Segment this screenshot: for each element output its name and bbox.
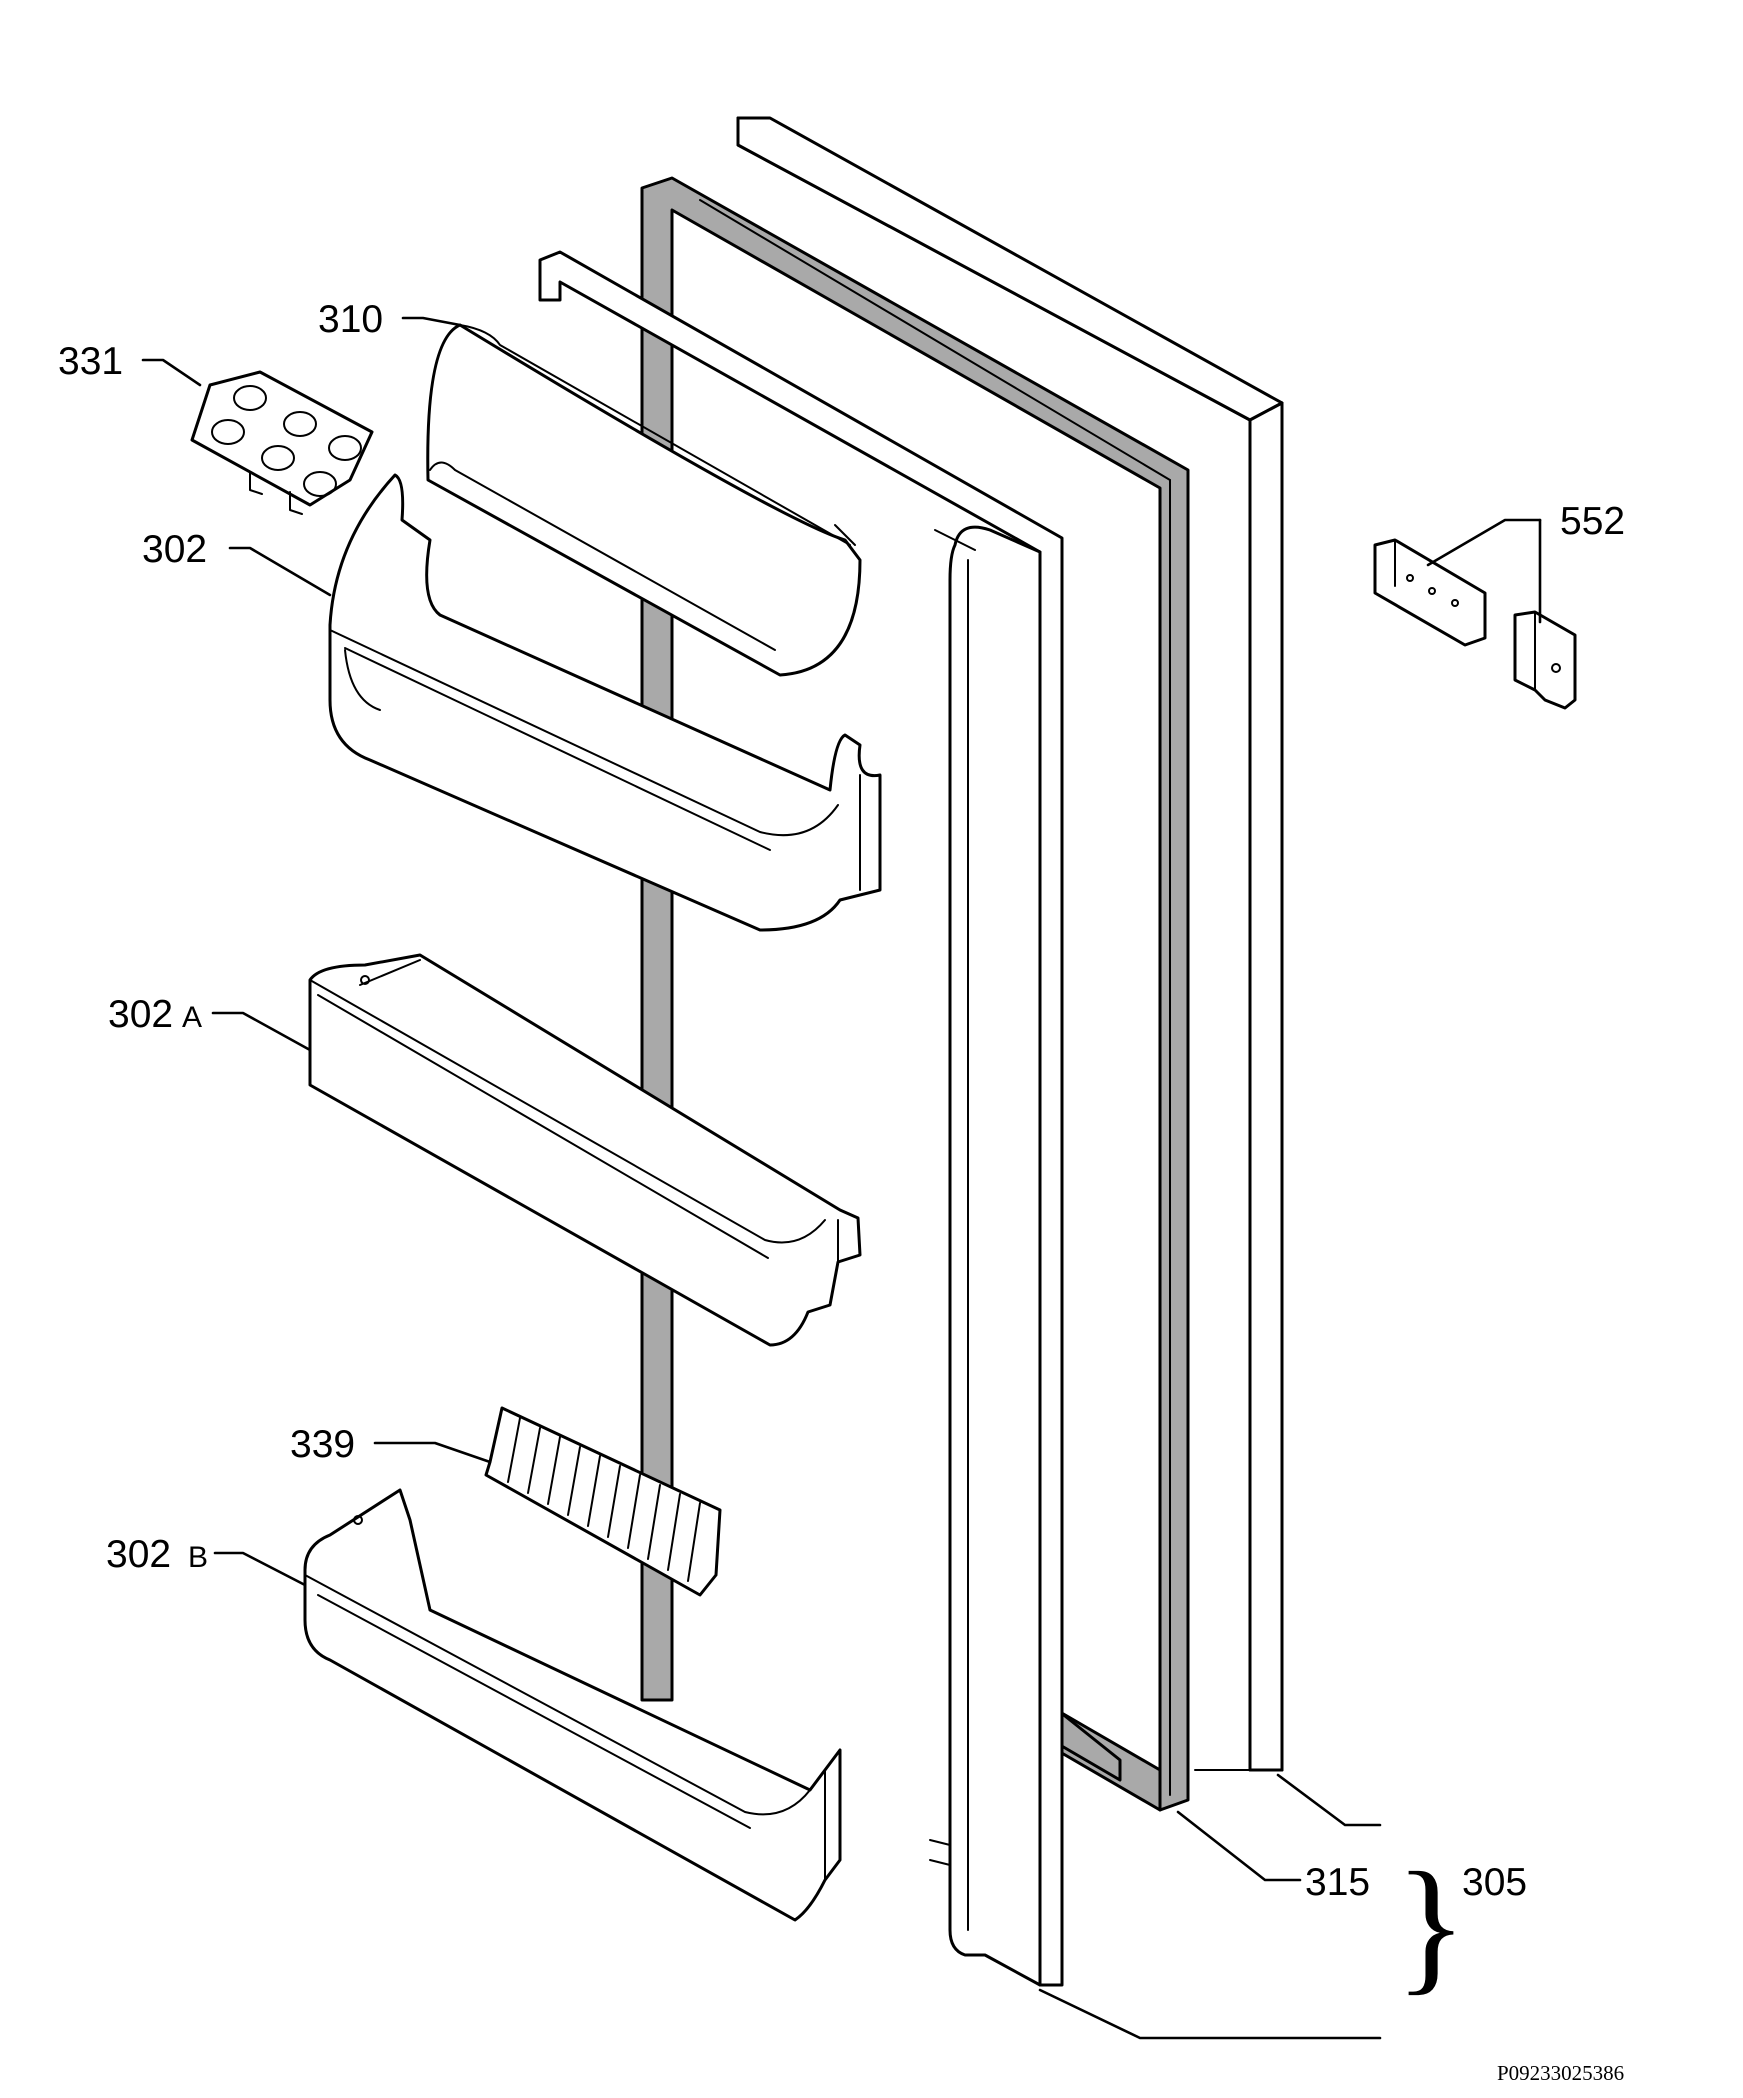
label-302b-suffix: B [188, 1541, 208, 1574]
dairy-compartment-lid [426, 323, 862, 677]
egg-tray [190, 370, 374, 515]
label-302a: 302 [108, 993, 173, 1036]
label-305: 305 [1462, 1861, 1527, 1904]
door-shelf-bottom [303, 1488, 842, 1922]
outer-door-panel [736, 116, 1284, 1772]
door-gasket [640, 176, 1190, 1812]
label-302b: 302 [106, 1533, 171, 1576]
inner-door-liner [538, 250, 1064, 1987]
label-302a-suffix: A [182, 1001, 202, 1034]
callout-labels: 331 310 302 302 A 339 302 B 552 315 } 30… [58, 298, 1625, 2085]
hinge-brackets [1373, 538, 1577, 710]
bottle-guard [484, 1406, 722, 1597]
label-315: 315 [1305, 1861, 1370, 1904]
label-331: 331 [58, 340, 123, 383]
label-339: 339 [290, 1423, 355, 1466]
brace-symbol: } [1395, 1842, 1467, 2008]
label-552: 552 [1560, 500, 1625, 543]
label-302: 302 [142, 528, 207, 571]
leader-lines [141, 316, 1542, 2040]
label-310: 310 [318, 298, 383, 341]
door-shelf-top [328, 473, 882, 932]
drawing-number: P09233025386 [1497, 2061, 1624, 2085]
door-shelf-middle [308, 953, 862, 1347]
